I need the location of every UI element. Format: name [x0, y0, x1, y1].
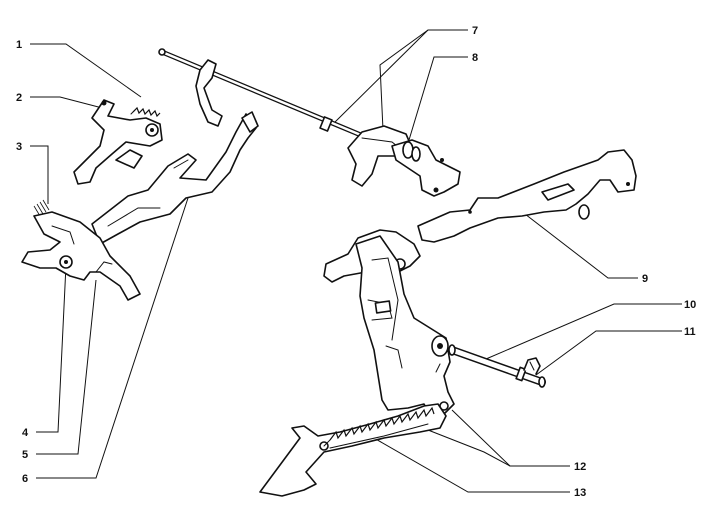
leader-line-12 [451, 409, 570, 467]
callout-9: 9 [642, 273, 648, 285]
callout-8: 8 [472, 52, 478, 64]
part-6-long-lever [91, 111, 259, 245]
leader-line-8 [405, 56, 468, 151]
leader-line-7 [331, 29, 468, 126]
callout-10: 10 [684, 299, 696, 311]
leader-line-11 [535, 330, 682, 376]
callout-numbers: 1 2 3 4 5 6 7 8 9 10 11 12 13 [16, 25, 696, 499]
part-10-shaft [448, 344, 546, 388]
part-3-5-lower-bracket [21, 199, 141, 301]
leader-line-9 [511, 203, 638, 279]
leader-line-2 [30, 96, 111, 111]
part-13-spring [329, 406, 435, 441]
leader-line-1 [30, 43, 142, 98]
callout-13: 13 [574, 487, 586, 499]
part-1-spring [130, 106, 161, 118]
leader-line-4 [36, 264, 67, 433]
leader-line-12b [427, 429, 511, 467]
part-7-shaft [158, 48, 413, 187]
part-9-lever [417, 149, 637, 243]
leader-lines [30, 29, 682, 493]
part-13-lower-arm [259, 363, 447, 497]
part-8-pin-linkage [391, 139, 461, 197]
callout-5: 5 [22, 449, 28, 461]
callout-11: 11 [684, 326, 696, 338]
callout-1: 1 [16, 39, 22, 51]
callout-6: 6 [22, 473, 28, 485]
part-11-clip [523, 357, 541, 375]
callout-2: 2 [16, 92, 22, 104]
leader-line-10 [485, 303, 682, 360]
leader-line-6 [36, 197, 189, 479]
callout-4: 4 [22, 427, 29, 439]
callout-7: 7 [472, 25, 478, 37]
part-12-vertical-bracket [323, 229, 455, 415]
leader-line-13 [359, 429, 570, 493]
callout-12: 12 [574, 461, 586, 473]
part-2-bracket [73, 99, 163, 185]
callout-3: 3 [16, 141, 22, 153]
leader-line-5 [36, 279, 97, 455]
leader-line-7b [379, 29, 429, 131]
leader-line-3 [30, 145, 49, 204]
